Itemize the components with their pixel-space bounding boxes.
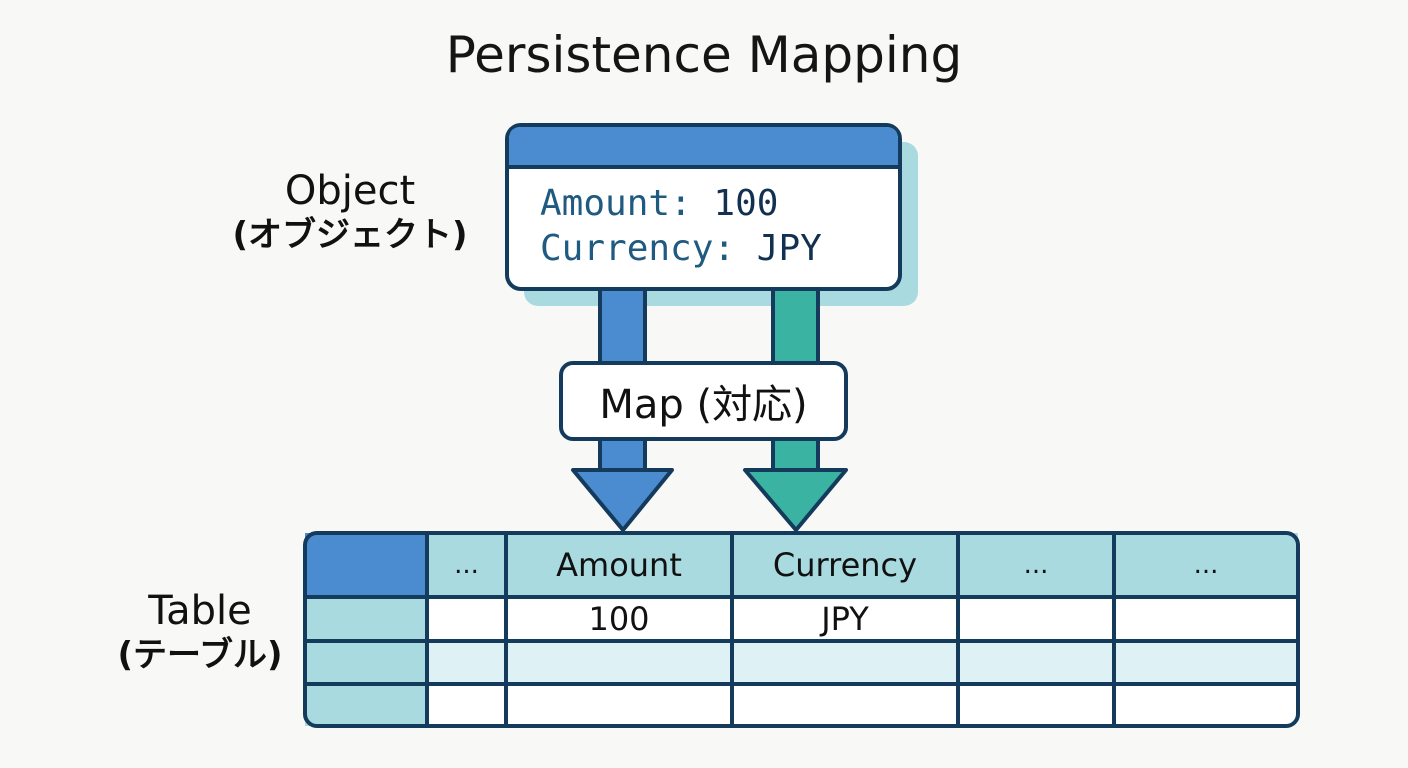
arrow-amount-head bbox=[571, 468, 674, 532]
table-label-en: Table bbox=[148, 588, 252, 634]
table-label: Table (テーブル) bbox=[100, 588, 300, 676]
object-field-currency: Currency: JPY bbox=[540, 228, 822, 269]
map-label-box bbox=[559, 361, 848, 441]
arrow-currency-head bbox=[743, 468, 848, 532]
table-header-cell: ... bbox=[454, 550, 479, 580]
table-label-jp: (テーブル) bbox=[117, 635, 283, 675]
object-label: Object (オブジェクト) bbox=[230, 168, 470, 256]
table-header-cell: ... bbox=[1023, 550, 1049, 580]
table-grid bbox=[303, 531, 1300, 728]
table-header-currency: Currency bbox=[772, 546, 918, 584]
object-box-header bbox=[509, 127, 898, 167]
object-label-jp: (オブジェクト) bbox=[232, 215, 468, 255]
table-header-cell: ... bbox=[1193, 550, 1219, 580]
table-header-amount: Amount bbox=[556, 546, 682, 584]
field-value: 100 bbox=[713, 183, 779, 224]
field-value: JPY bbox=[756, 228, 822, 269]
field-key: Amount: bbox=[540, 183, 692, 224]
map-label: Map (対応) bbox=[599, 382, 808, 428]
object-label-en: Object bbox=[284, 168, 416, 214]
object-field-amount: Amount: 100 bbox=[540, 183, 778, 224]
table-cell-currency: JPY bbox=[821, 600, 869, 638]
field-key: Currency: bbox=[540, 228, 736, 269]
diagram-title: Persistence Mapping bbox=[445, 26, 963, 84]
table-cell-amount: 100 bbox=[588, 600, 650, 638]
